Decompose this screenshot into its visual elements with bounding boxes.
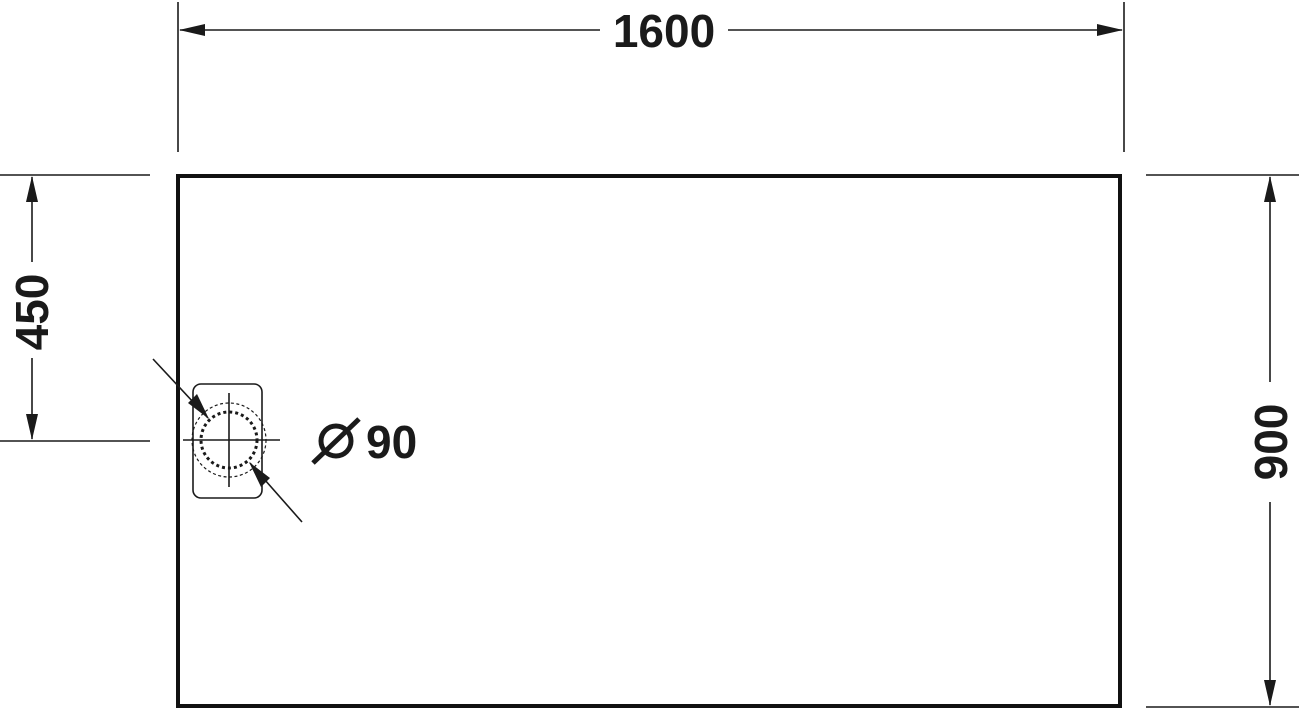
offset-arrow-bottom xyxy=(26,414,38,440)
diameter-symbol-slash xyxy=(311,417,361,465)
drain-offset-label: 450 xyxy=(6,274,58,351)
width-dimension: 1600 xyxy=(177,2,1125,152)
drain-diameter-arrow-lower xyxy=(249,462,270,487)
height-arrow-bottom xyxy=(1264,680,1276,706)
height-arrow-top xyxy=(1264,176,1276,202)
drain xyxy=(152,358,303,523)
height-label: 900 xyxy=(1245,404,1297,481)
offset-arrow-top xyxy=(26,176,38,202)
drain-housing xyxy=(192,383,263,499)
drain-diameter-arrow-upper xyxy=(188,394,209,419)
width-arrow-left xyxy=(179,24,205,36)
drain-diameter-callout: 90 xyxy=(311,416,417,468)
tray-outline xyxy=(176,174,1122,708)
drain-diameter-label: 90 xyxy=(366,416,417,468)
width-arrow-right xyxy=(1097,24,1123,36)
height-dimension: 900 xyxy=(1146,174,1299,708)
width-label: 1600 xyxy=(613,5,715,57)
diameter-symbol-circle xyxy=(318,423,354,459)
drain-offset-dimension: 450 xyxy=(0,174,150,442)
